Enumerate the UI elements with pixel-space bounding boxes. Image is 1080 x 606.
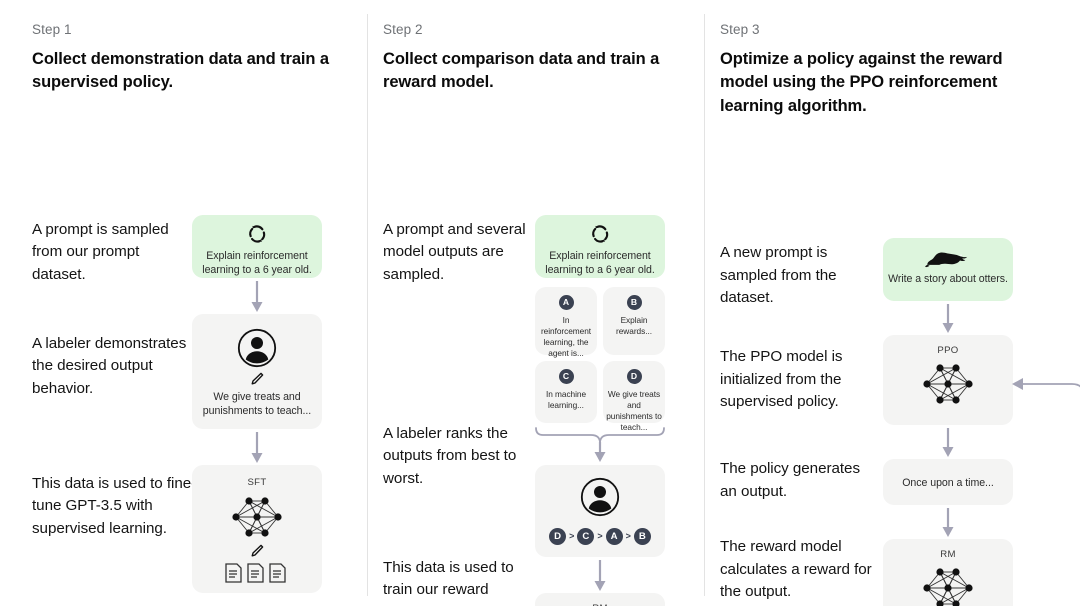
step-1-arrow-2	[250, 431, 264, 464]
step-3-output-card[interactable]: Once upon a time...	[883, 459, 1013, 506]
step-1-label: Step 1	[32, 22, 72, 37]
neural-network-icon	[919, 359, 977, 409]
output-chip-a: A	[558, 294, 574, 310]
step-2-note-3: This data is used to train our reward mo…	[383, 558, 514, 606]
step-3-rm-tag: RM	[940, 549, 956, 561]
step-1-sft-tag: SFT	[247, 476, 267, 488]
labeler-person-icon	[580, 477, 620, 517]
rank-chip-1: D	[549, 527, 567, 545]
step-2-note-1: A prompt and several model outputs are s…	[383, 220, 526, 283]
documents-icon	[224, 562, 290, 584]
step-2-prompt-card[interactable]: Explain reinforcement learning to a 6 ye…	[535, 214, 665, 278]
refresh-cycle-icon	[590, 224, 610, 244]
step-1-labeler-text: We give treats and punishments to teach.…	[202, 390, 312, 418]
output-chip-d: D	[626, 368, 642, 384]
rank-chip-4: B	[633, 527, 651, 545]
rank-chip-2: C	[577, 527, 595, 545]
rank-chip-3: A	[605, 527, 623, 545]
step-2-brace-arrow	[533, 425, 669, 463]
refresh-cycle-icon	[247, 224, 267, 244]
neural-network-icon	[919, 563, 977, 606]
step-3-note-4: The reward model calculates a reward for…	[720, 538, 872, 600]
step-2-ranking-row: D > C > A > B	[535, 527, 665, 545]
otter-icon	[925, 248, 971, 268]
step-2-rm-card[interactable]: RM	[535, 592, 665, 606]
step-3-output-text: Once upon a time...	[902, 477, 994, 490]
step-1-note-2: A labeler demonstrates the desired outpu…	[32, 334, 187, 397]
output-text-b: Explain rewards...	[616, 314, 652, 336]
step-3-arrow-3	[941, 508, 955, 538]
step-2-arrow-2	[593, 559, 607, 592]
output-chip-c: C	[558, 368, 574, 384]
step-3-title: Optimize a policy against the reward mod…	[720, 50, 1003, 115]
output-card-a[interactable]: A In reinforcement learning, the agent i…	[535, 286, 597, 358]
step-1-labeler-card[interactable]: We give treats and punishments to teach.…	[192, 313, 322, 429]
step-1-title: Collect demonstration data and train a s…	[32, 50, 329, 92]
step-2-title: Collect comparison data and train a rewa…	[383, 50, 660, 92]
step-3-prompt-card[interactable]: Write a story about otters.	[883, 238, 1013, 302]
rank-sep-1: >	[569, 531, 575, 542]
step-1-column: Step 1 Collect demonstration data and tr…	[0, 0, 368, 606]
step-2-column: Step 2 Collect comparison data and train…	[368, 0, 705, 606]
pencil-icon	[249, 371, 265, 387]
step-1-sft-card[interactable]: SFT	[192, 464, 322, 593]
column-divider-2	[704, 14, 705, 596]
step-3-ppo-tag: PPO	[937, 345, 959, 357]
output-text-a: In reinforcement learning, the agent is.…	[540, 314, 592, 359]
step-3-note-1: A new prompt is sampled from the dataset…	[720, 244, 837, 306]
step-2-ranking-card[interactable]: D > C > A > B	[535, 464, 665, 557]
column-divider-1	[367, 14, 368, 596]
step-3-prompt-text: Write a story about otters.	[888, 273, 1008, 286]
rank-sep-2: >	[597, 531, 603, 542]
step-1-prompt-text: Explain reinforcement learning to a 6 ye…	[202, 249, 312, 277]
step-2-label: Step 2	[383, 22, 423, 37]
step-1-note-3: This data is used to fine-tune GPT-3.5 w…	[32, 474, 197, 537]
output-card-b[interactable]: B Explain rewards...	[603, 286, 665, 355]
output-text-c: In machine learning...	[545, 388, 587, 410]
output-text-d: We give treats and punishments to teach.…	[606, 388, 662, 433]
step-3-rm-card[interactable]: RM	[883, 539, 1013, 606]
step-2-prompt-text: Explain reinforcement learning to a 6 ye…	[545, 249, 655, 277]
output-card-d[interactable]: D We give treats and punishments to teac…	[603, 360, 665, 432]
pencil-icon	[249, 543, 265, 559]
step-3-label: Step 3	[720, 22, 760, 37]
step-3-arrow-1	[941, 304, 955, 334]
output-chip-b: B	[626, 294, 642, 310]
reward-feedback-arrow	[1010, 371, 1080, 606]
step-3-ppo-card[interactable]: PPO	[883, 335, 1013, 426]
step-1-note-1: A prompt is sampled from our prompt data…	[32, 220, 169, 283]
step-2-note-2: A labeler ranks the outputs from best to…	[383, 424, 517, 487]
rank-sep-3: >	[625, 531, 631, 542]
labeler-person-icon	[237, 328, 277, 368]
step-2-rm-tag: RM	[592, 603, 608, 606]
output-card-c[interactable]: C In machine learning...	[535, 360, 597, 423]
neural-network-icon	[228, 492, 286, 542]
step-3-note-3: The policy generates an output.	[720, 460, 860, 500]
step-3-arrow-2	[941, 428, 955, 458]
step-3-column: Step 3 Optimize a policy against the rew…	[705, 0, 1080, 606]
step-1-arrow-1	[250, 280, 264, 313]
step-3-note-2: The PPO model is initialized from the su…	[720, 348, 843, 410]
step-1-prompt-card[interactable]: Explain reinforcement learning to a 6 ye…	[192, 214, 322, 278]
